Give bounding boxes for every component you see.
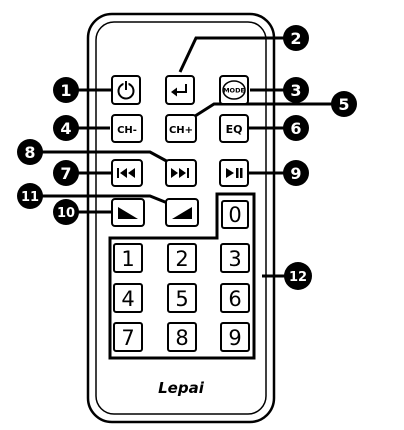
previous-button[interactable]	[111, 159, 143, 187]
digit-label: 8	[175, 326, 188, 350]
play-pause-icon	[226, 168, 243, 178]
svg-text:2: 2	[290, 29, 301, 48]
digit-label: 2	[175, 247, 188, 271]
digit-label: 3	[228, 247, 241, 271]
callout-4: 4	[53, 115, 79, 141]
eq-button[interactable]: EQ	[219, 114, 249, 143]
fast-forward-icon	[171, 168, 189, 178]
power-button[interactable]	[111, 75, 141, 105]
channel-up-button[interactable]: CH+	[165, 114, 197, 143]
ch-minus-label: CH-	[117, 125, 137, 136]
mode-button[interactable]: MODE	[219, 75, 249, 105]
brand-logo: Lepai	[158, 379, 205, 397]
digit-button-3[interactable]: 3	[220, 243, 250, 273]
rewind-icon	[117, 168, 135, 178]
callout-1: 1	[53, 77, 79, 103]
digit-label: 1	[121, 247, 134, 271]
eq-label: EQ	[226, 123, 243, 136]
keypad-group-outline	[108, 192, 256, 360]
play-pause-button[interactable]	[219, 159, 249, 187]
svg-text:10: 10	[57, 206, 75, 221]
mode-label: MODE	[223, 87, 245, 95]
callout-10: 10	[53, 199, 79, 225]
digit-button-4[interactable]: 4	[113, 283, 143, 313]
channel-down-button[interactable]: CH-	[111, 114, 143, 143]
digit-label: 0	[228, 203, 241, 227]
svg-text:11: 11	[21, 190, 39, 205]
svg-text:1: 1	[60, 81, 71, 100]
back-button[interactable]	[165, 75, 195, 105]
callout-7: 7	[53, 160, 79, 186]
callout-5: 5	[331, 91, 357, 117]
digit-button-9[interactable]: 9	[220, 322, 250, 352]
digit-label: 5	[175, 287, 188, 311]
digit-label: 4	[121, 287, 134, 311]
digit-label: 9	[228, 326, 241, 350]
power-icon	[117, 80, 135, 100]
svg-text:3: 3	[290, 81, 301, 100]
callout-8: 8	[17, 139, 43, 165]
volume-down-ramp-icon	[118, 207, 138, 219]
svg-text:9: 9	[290, 164, 301, 183]
digit-label: 6	[228, 287, 241, 311]
volume-up-ramp-icon	[172, 207, 192, 219]
svg-text:6: 6	[290, 119, 301, 138]
callout-11: 11	[17, 183, 43, 209]
callout-6: 6	[283, 115, 309, 141]
digit-button-2[interactable]: 2	[167, 243, 197, 273]
svg-text:8: 8	[24, 143, 35, 162]
digit-button-0[interactable]: 0	[221, 200, 249, 229]
digit-button-8[interactable]: 8	[167, 322, 197, 352]
callout-2: 2	[283, 25, 309, 51]
volume-down-button[interactable]	[111, 198, 145, 227]
ch-plus-label: CH+	[169, 125, 193, 136]
svg-text:4: 4	[60, 119, 71, 138]
svg-text:5: 5	[338, 95, 349, 114]
digit-button-7[interactable]: 7	[113, 322, 143, 352]
digit-button-6[interactable]: 6	[220, 283, 250, 313]
digit-button-1[interactable]: 1	[113, 243, 143, 273]
digit-label: 7	[121, 326, 134, 350]
svg-text:7: 7	[60, 164, 71, 183]
remote-body-inner	[95, 21, 267, 415]
keypad: 0 1 2 3 4 5 6 7	[113, 200, 250, 352]
callout-3: 3	[283, 77, 309, 103]
return-arrow-icon	[171, 84, 187, 97]
callouts: 1 2 3 4 5 6 7 8	[17, 25, 357, 290]
callout-12: 12	[284, 262, 312, 290]
svg-text:12: 12	[289, 270, 307, 285]
volume-up-button[interactable]	[165, 198, 199, 227]
callout-9: 9	[283, 160, 309, 186]
digit-button-5[interactable]: 5	[167, 283, 197, 313]
next-button[interactable]	[165, 159, 197, 187]
